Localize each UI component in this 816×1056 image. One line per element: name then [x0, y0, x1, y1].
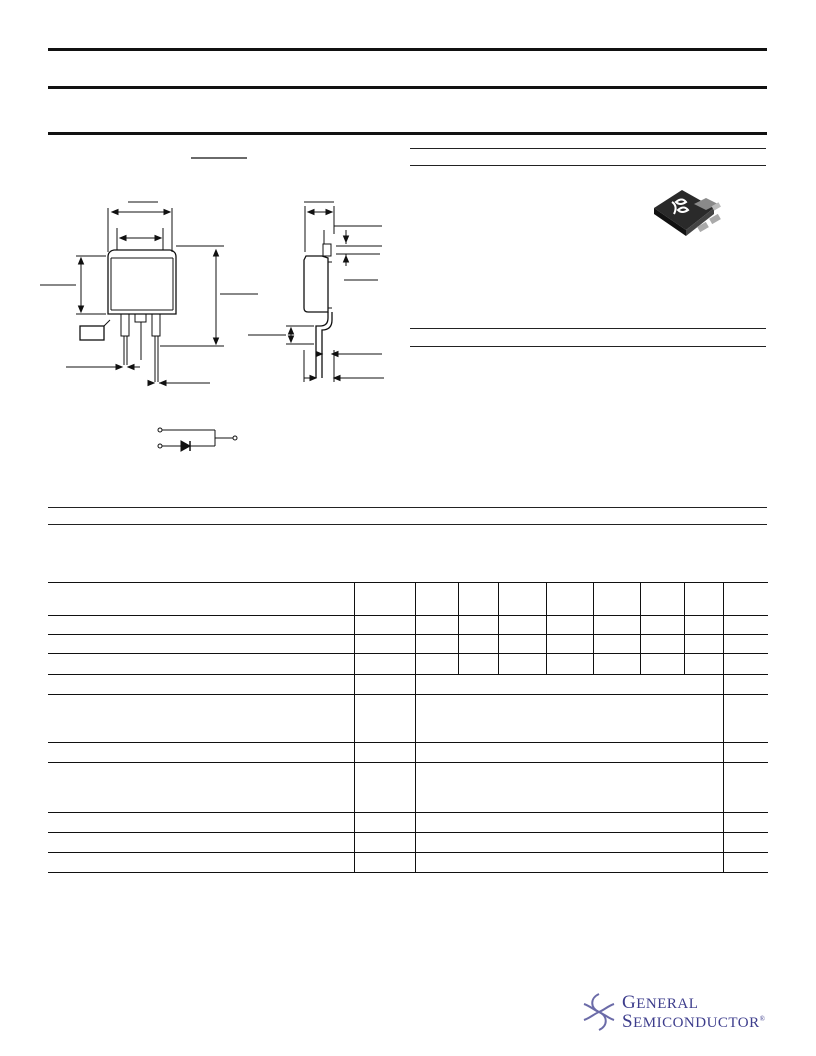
header-rule-bottom — [48, 132, 767, 135]
package-front-view — [107, 249, 177, 315]
ratings-table — [48, 582, 768, 873]
registered-mark: ® — [759, 1015, 766, 1023]
mechanical-rule-top — [410, 328, 766, 329]
package-outline-drawing — [40, 157, 384, 387]
ratings-rule-bottom — [48, 524, 767, 525]
product-image — [654, 190, 721, 236]
mechanical-rule-bottom — [410, 346, 766, 347]
features-rule-top — [410, 148, 766, 149]
brand-mark-icon — [671, 198, 690, 215]
header-rule-middle — [48, 86, 767, 89]
logo-text-line1: GENERAL — [622, 992, 699, 1013]
company-logo: GENERAL SEMICONDUCTOR® — [580, 992, 780, 1032]
logo-mark-icon — [583, 993, 615, 1031]
ratings-rule-top — [48, 507, 767, 508]
package-side-view — [303, 255, 329, 313]
features-rule-bottom — [410, 165, 766, 166]
schematic-symbol — [157, 427, 238, 452]
logo-text-line2: SEMICONDUCTOR® — [622, 1011, 766, 1032]
header-rule-top — [48, 48, 767, 51]
